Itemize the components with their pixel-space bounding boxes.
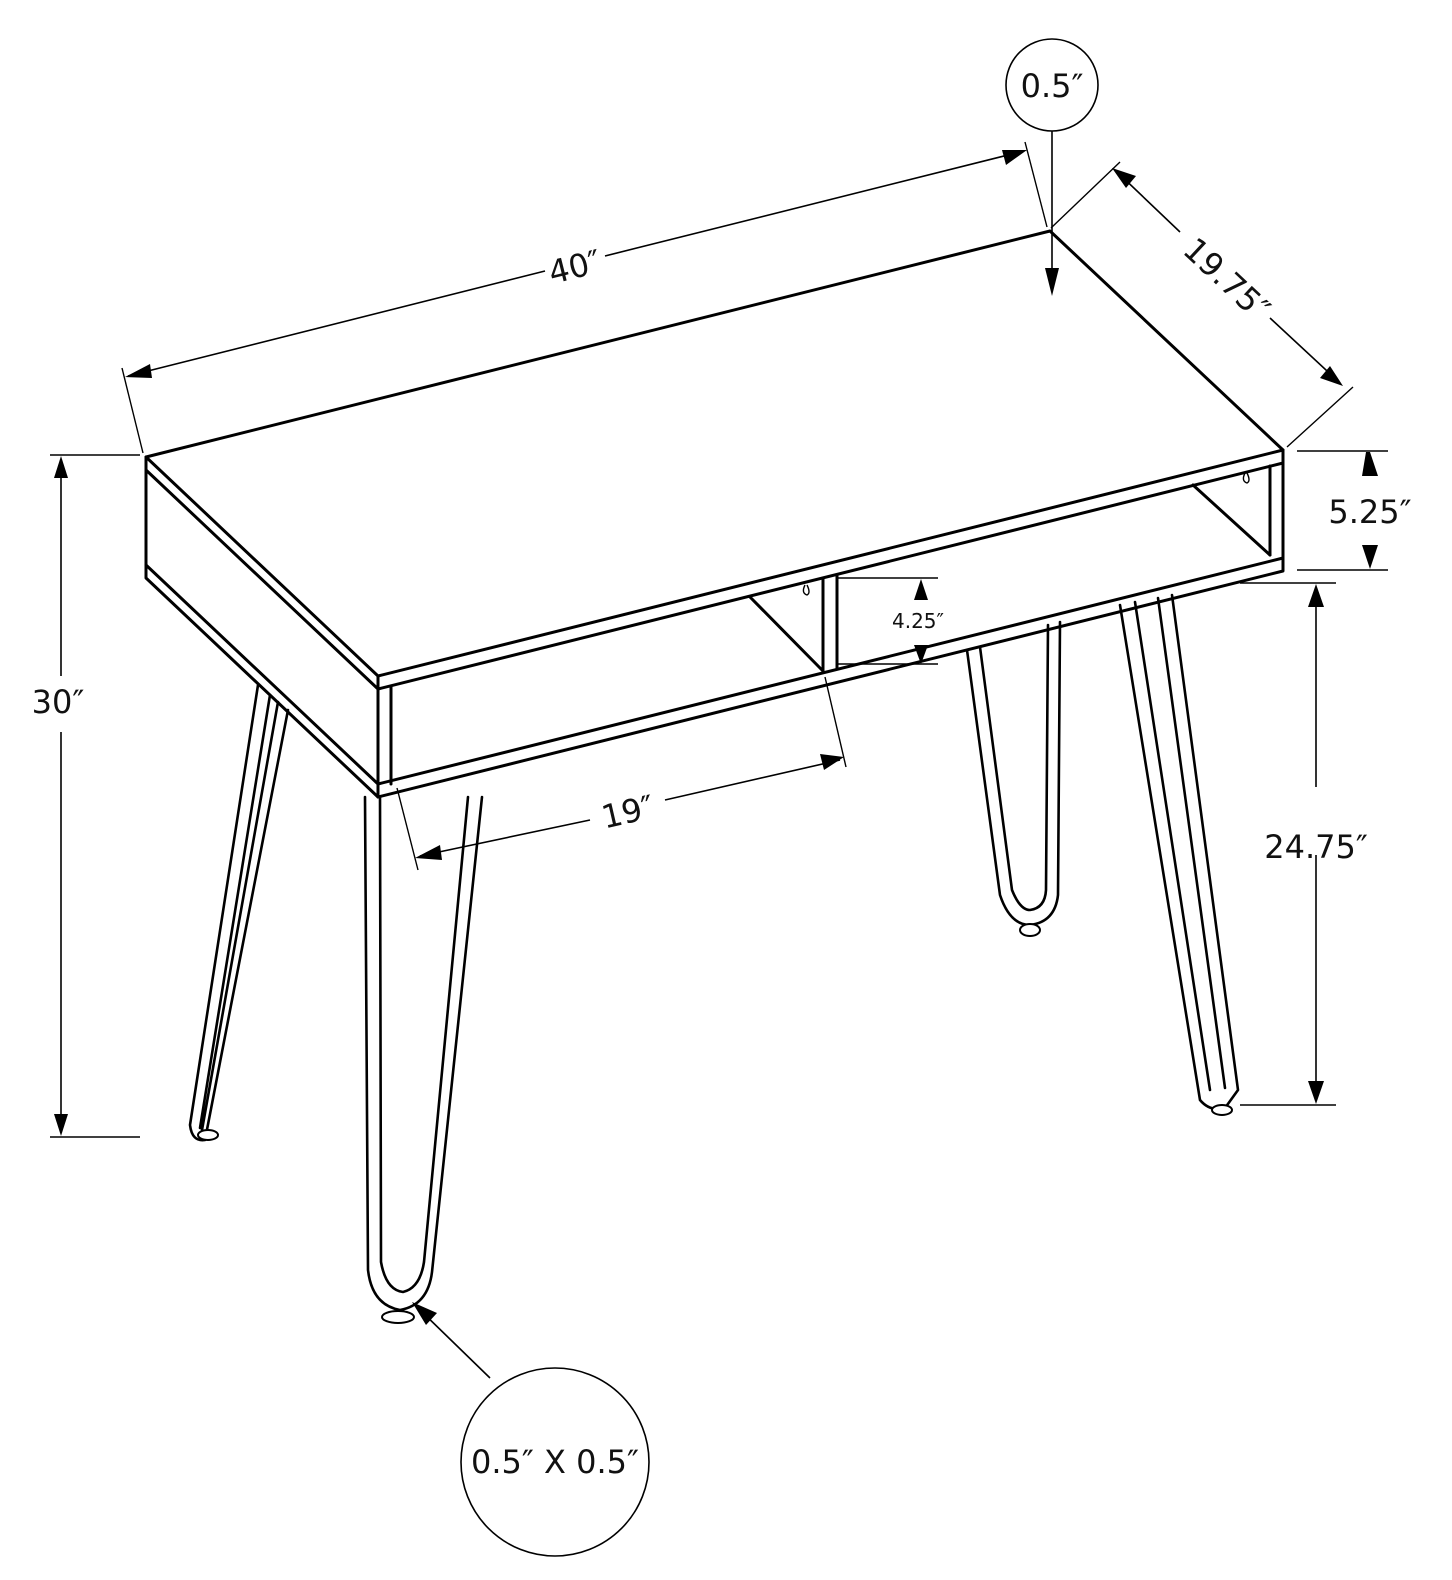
dimension-shelf-height-center: 4.25″ [838, 577, 944, 665]
dimension-depth: 19.75″ [1050, 161, 1354, 448]
bottom-shelf-front [376, 556, 1285, 799]
desk-top-front-edge [376, 448, 1285, 691]
dimension-width: 40″ [121, 141, 1048, 454]
callout-top-thickness: 0.5″ [1005, 38, 1099, 296]
overall-height-label: 30″ [32, 683, 85, 721]
depth-label: 19.75″ [1176, 230, 1278, 328]
desk-body [144, 229, 1285, 799]
desk-top-surface [144, 229, 1285, 678]
cable-hook-center [802, 584, 810, 596]
foot-size-label: 0.5″ X 0.5″ [471, 1443, 639, 1481]
width-label: 40″ [545, 242, 605, 292]
callout-circle [460, 1367, 650, 1557]
center-compartment-back [748, 595, 825, 673]
callout-foot-size: 0.5″ X 0.5″ [412, 1302, 650, 1557]
shelf-height-center-label: 4.25″ [892, 609, 944, 633]
right-compartment-back [1191, 483, 1272, 557]
front-left-leg [363, 795, 484, 1324]
foot-pad [1211, 1104, 1233, 1116]
leg-height-label: 24.75″ [1264, 828, 1368, 866]
front-right-leg [1118, 593, 1240, 1116]
cable-hook-right [1242, 472, 1250, 484]
foot-pad [381, 1310, 415, 1324]
dimension-shelf-height-right: 5.25″ [1297, 450, 1412, 571]
foot-pad [1019, 923, 1041, 937]
back-right-inner-leg [965, 620, 1062, 937]
top-thickness-label: 0.5″ [1021, 67, 1084, 105]
bottom-left-edge [144, 563, 380, 799]
shelf-opening-label: 19″ [598, 788, 658, 837]
bottom-left-inner [144, 563, 380, 786]
foot-pad [197, 1129, 219, 1141]
back-left-leg [188, 683, 290, 1142]
hairpin-legs [188, 593, 1240, 1324]
shelf-height-right-label: 5.25″ [1328, 493, 1411, 531]
dimension-overall-height: 30″ [32, 454, 140, 1138]
dimension-leg-height: 24.75″ [1240, 582, 1368, 1106]
